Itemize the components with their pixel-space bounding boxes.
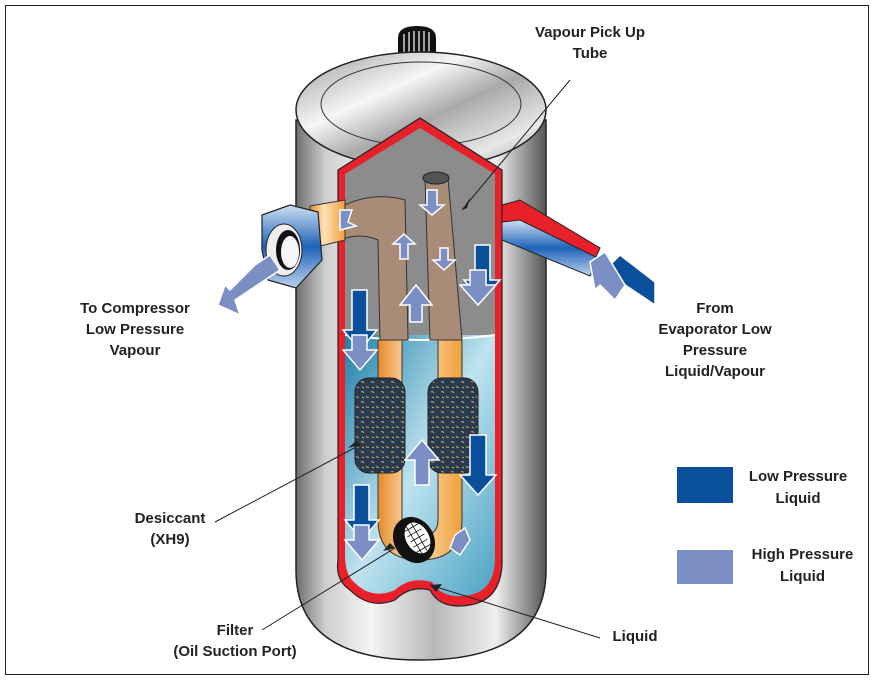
label-line: Pressure xyxy=(682,342,748,359)
legend-line: Low Pressure xyxy=(748,468,848,485)
leader-arrowhead xyxy=(348,441,360,448)
legend-line: Liquid xyxy=(780,568,825,585)
label-filter: Filter (Oil Suction Port) xyxy=(150,620,320,662)
arrow-low-3 xyxy=(458,434,498,497)
label-line: Low Pressure xyxy=(85,321,185,338)
desiccant-bag-right xyxy=(427,377,479,474)
high-pressure-arrows xyxy=(217,189,626,562)
leader-arrowhead xyxy=(462,198,470,210)
leader-vapour-pickup xyxy=(461,79,571,211)
arrow-tube-return xyxy=(449,526,471,557)
legend-line: High Pressure xyxy=(751,546,854,563)
leader-arrowhead xyxy=(383,543,395,551)
oil-filter xyxy=(392,516,436,564)
leader-filter xyxy=(261,547,396,631)
arrow-high-7 xyxy=(341,334,379,372)
arrow-high-9 xyxy=(339,209,359,231)
legend-swatch-low-pressure xyxy=(677,467,733,503)
label-line: Evaporator Low xyxy=(658,321,772,338)
legend-label-low-pressure: Low Pressure Liquid xyxy=(738,466,858,510)
arrow-high-4 xyxy=(398,283,434,323)
arrow-high-1 xyxy=(417,189,447,216)
legend-line: Liquid xyxy=(775,490,821,507)
arrow-inlet-high xyxy=(589,250,626,302)
label-line: From xyxy=(696,300,734,317)
label-line: Filter xyxy=(216,622,254,639)
label-line: Vapour xyxy=(109,342,161,359)
legend-swatch-high-pressure xyxy=(677,550,733,584)
arrow-outlet-high xyxy=(217,253,282,317)
legend-label-high-pressure: High Pressure Liquid xyxy=(740,544,865,588)
desiccant-bag-left xyxy=(354,377,406,474)
label-line: Tube xyxy=(572,45,608,62)
leader-liquid xyxy=(429,584,601,639)
arrow-high-3 xyxy=(431,247,457,272)
label-line: Liquid/Vapour xyxy=(665,363,765,380)
leader-arrowhead xyxy=(430,584,442,592)
label-line: (Oil Suction Port) xyxy=(173,643,297,660)
arrow-high-2 xyxy=(391,232,417,260)
label-desiccant: Desiccant (XH9) xyxy=(120,508,220,550)
leader-lines xyxy=(214,79,601,639)
label-to-compressor: To Compressor Low Pressure Vapour xyxy=(60,298,210,361)
label-vapour-pickup-tube: Vapour Pick Up Tube xyxy=(520,22,660,64)
label-from-evaporator: From Evaporator Low Pressure Liquid/Vapo… xyxy=(640,298,790,382)
arrow-high-6 xyxy=(458,269,498,307)
label-line: To Compressor xyxy=(80,300,190,317)
leader-desiccant xyxy=(214,444,361,523)
arrow-high-8 xyxy=(343,524,381,562)
label-line: Vapour Pick Up xyxy=(534,24,646,41)
label-line: Liquid xyxy=(612,628,658,645)
label-line: (XH9) xyxy=(150,531,190,548)
label-line: Desiccant xyxy=(134,510,206,527)
arrow-high-5 xyxy=(403,438,441,486)
label-liquid: Liquid xyxy=(600,626,670,647)
